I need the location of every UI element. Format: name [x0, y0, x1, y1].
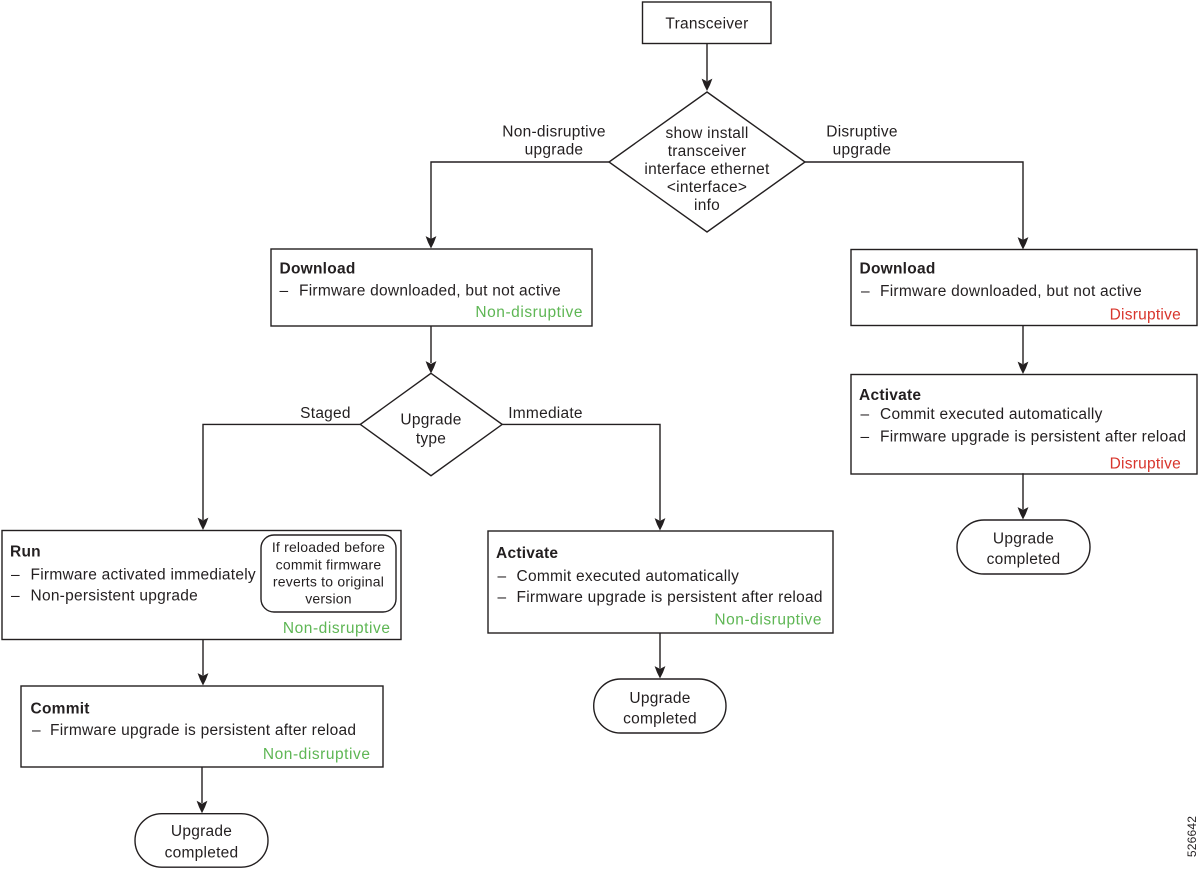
- svg-text:–: –: [861, 283, 870, 300]
- svg-text:Disruptive: Disruptive: [1110, 456, 1181, 473]
- svg-text:transceiver: transceiver: [668, 143, 747, 160]
- svg-text:Activate: Activate: [859, 387, 921, 404]
- svg-text:Disruptive: Disruptive: [826, 124, 897, 141]
- svg-text:Non-disruptive: Non-disruptive: [714, 611, 822, 628]
- svg-text:–: –: [11, 566, 20, 583]
- svg-text:Non-disruptive: Non-disruptive: [502, 124, 605, 141]
- svg-text:Immediate: Immediate: [508, 405, 583, 422]
- svg-text:Commit executed automatically: Commit executed automatically: [880, 406, 1103, 423]
- svg-text:upgrade: upgrade: [525, 142, 584, 159]
- svg-text:Commit executed automatically: Commit executed automatically: [517, 568, 740, 585]
- svg-text:–: –: [280, 283, 289, 300]
- svg-text:Firmware upgrade is persistent: Firmware upgrade is persistent after rel…: [880, 429, 1186, 446]
- svg-text:completed: completed: [987, 551, 1061, 568]
- svg-text:Download: Download: [280, 260, 356, 277]
- svg-text:Firmware downloaded, but not a: Firmware downloaded, but not active: [880, 283, 1142, 300]
- svg-text:526642: 526642: [1185, 816, 1199, 857]
- svg-text:Upgrade: Upgrade: [993, 531, 1054, 548]
- svg-text:<interface>: <interface>: [667, 179, 747, 196]
- svg-text:–: –: [861, 429, 870, 446]
- svg-text:interface ethernet: interface ethernet: [644, 161, 770, 178]
- svg-text:type: type: [416, 430, 446, 447]
- svg-text:Non-disruptive: Non-disruptive: [263, 746, 371, 763]
- svg-text:Firmware activated immediately: Firmware activated immediately: [31, 566, 256, 583]
- svg-text:Firmware upgrade is persistent: Firmware upgrade is persistent after rel…: [50, 722, 356, 739]
- svg-text:completed: completed: [623, 711, 697, 728]
- svg-text:Non-persistent upgrade: Non-persistent upgrade: [31, 587, 199, 604]
- svg-text:Staged: Staged: [300, 405, 351, 422]
- svg-text:show install: show install: [665, 125, 748, 142]
- svg-text:Upgrade: Upgrade: [171, 823, 232, 840]
- svg-text:Non-disruptive: Non-disruptive: [475, 304, 583, 321]
- svg-text:–: –: [498, 589, 507, 606]
- svg-text:version: version: [305, 591, 352, 607]
- svg-text:Download: Download: [860, 261, 936, 278]
- svg-text:commit firmware: commit firmware: [276, 556, 382, 572]
- svg-text:upgrade: upgrade: [833, 142, 892, 159]
- svg-text:Upgrade: Upgrade: [629, 690, 690, 707]
- svg-text:–: –: [498, 568, 507, 585]
- svg-text:Disruptive: Disruptive: [1110, 306, 1181, 323]
- svg-text:info: info: [694, 197, 720, 214]
- svg-text:Commit: Commit: [31, 701, 90, 718]
- svg-text:If reloaded before: If reloaded before: [272, 539, 385, 555]
- svg-text:Run: Run: [10, 544, 41, 561]
- svg-text:Upgrade: Upgrade: [400, 411, 461, 428]
- svg-text:–: –: [11, 587, 20, 604]
- svg-text:Non-disruptive: Non-disruptive: [283, 620, 391, 637]
- svg-text:Firmware downloaded, but not a: Firmware downloaded, but not active: [299, 283, 561, 300]
- svg-text:Transceiver: Transceiver: [665, 15, 748, 32]
- svg-text:–: –: [861, 406, 870, 423]
- svg-text:Firmware upgrade is persistent: Firmware upgrade is persistent after rel…: [517, 589, 823, 606]
- svg-text:reverts to original: reverts to original: [273, 574, 384, 590]
- svg-text:Activate: Activate: [496, 545, 558, 562]
- svg-text:completed: completed: [165, 844, 239, 861]
- svg-text:–: –: [32, 722, 41, 739]
